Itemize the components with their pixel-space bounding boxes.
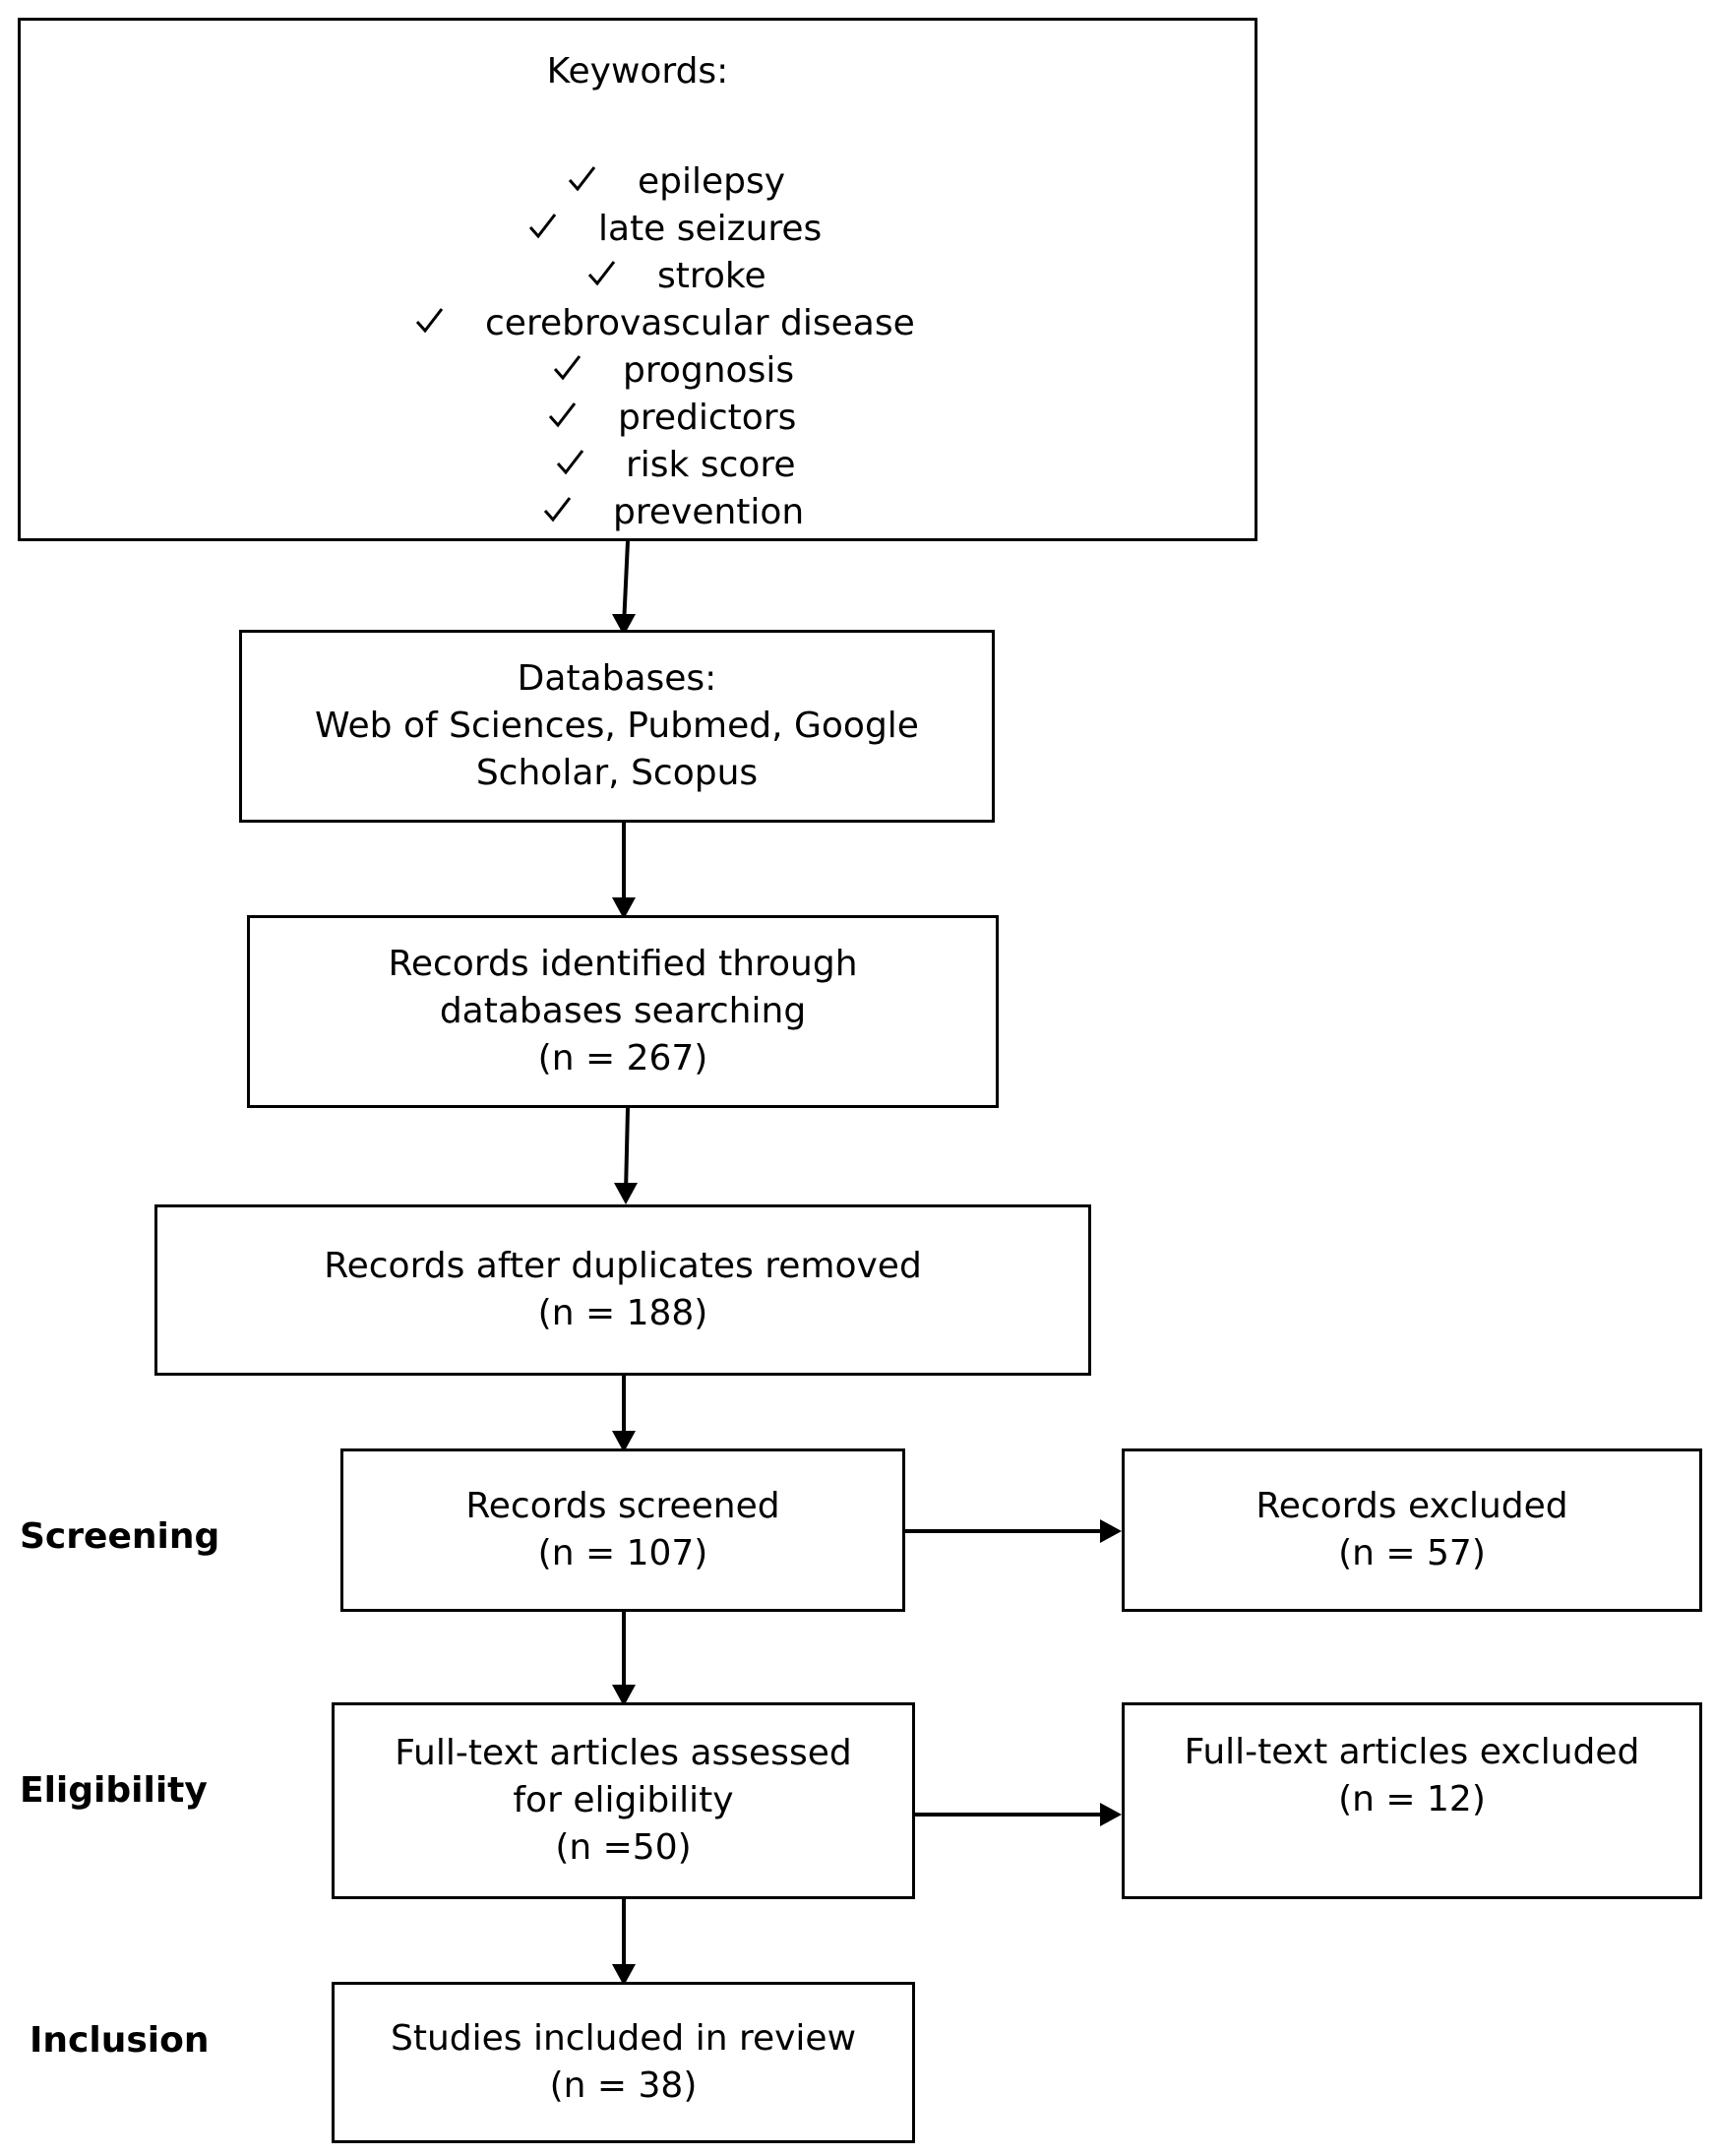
checkmark-icon [555, 448, 584, 477]
keyword-item: stroke [21, 253, 1255, 300]
arrow-fulltext-to-fulltext-excluded-head [1100, 1803, 1122, 1826]
keywords-title: Keywords: [546, 51, 729, 92]
stage-label-screening: Screening [20, 1516, 220, 1557]
keyword-item: late seizures [21, 206, 1255, 253]
keyword-label: prognosis [623, 350, 795, 391]
keyword-label: late seizures [598, 209, 823, 249]
checkmark-icon [542, 495, 572, 524]
stage-label-inclusion: Inclusion [30, 2020, 210, 2061]
keyword-label: predictors [618, 398, 797, 438]
fulltext-excluded-label: Full-text articles excluded [1184, 1732, 1640, 1772]
records-excluded-count: (n = 57) [1338, 1533, 1486, 1573]
fulltext-excluded-count: (n = 12) [1338, 1779, 1486, 1819]
keyword-item: predictors [21, 395, 1255, 442]
keyword-label: epilepsy [638, 161, 786, 202]
keywords-box: Keywords: epilepsy late seizures stroke … [18, 18, 1257, 541]
keyword-item: epilepsy [21, 158, 1255, 206]
fulltext-assessed-line-1: Full-text articles assessed [395, 1733, 852, 1773]
records-deduplicated-box: Records after duplicates removed (n = 18… [154, 1204, 1091, 1376]
keyword-label: prevention [613, 492, 805, 532]
studies-included-label: Studies included in review [390, 2018, 857, 2059]
databases-title: Databases: [517, 658, 717, 699]
records-screened-count: (n = 107) [537, 1533, 708, 1573]
keyword-label: stroke [657, 256, 766, 296]
records-deduplicated-count: (n = 188) [537, 1293, 708, 1333]
arrow-keywords-to-databases [622, 540, 630, 627]
databases-box: Databases: Web of Sciences, Pubmed, Goog… [239, 630, 995, 823]
fulltext-assessed-box: Full-text articles assessed for eligibil… [332, 1702, 915, 1899]
keyword-item: risk score [21, 442, 1255, 489]
studies-included-count: (n = 38) [549, 2065, 698, 2106]
records-excluded-box: Records excluded (n = 57) [1122, 1448, 1702, 1612]
checkmark-icon [527, 212, 557, 241]
records-identified-line-1: Records identified through [388, 944, 858, 984]
studies-included-box: Studies included in review (n = 38) [332, 1982, 915, 2143]
checkmark-icon [552, 353, 582, 383]
records-identified-line-2: databases searching [439, 991, 807, 1031]
records-identified-box: Records identified through databases sea… [247, 915, 999, 1108]
arrow-keywords-to-databases-head [612, 614, 636, 636]
arrow-databases-to-identified-head [612, 897, 636, 919]
records-identified-count: (n = 267) [537, 1038, 708, 1078]
checkmark-icon [586, 259, 616, 288]
records-excluded-label: Records excluded [1256, 1486, 1568, 1526]
checkmark-icon [414, 306, 444, 336]
fulltext-assessed-line-2: for eligibility [513, 1780, 734, 1820]
arrow-deduplicated-to-screened-head [612, 1431, 636, 1452]
records-screened-box: Records screened (n = 107) [340, 1448, 905, 1612]
arrow-identified-to-deduplicated [624, 1107, 630, 1194]
keyword-item: prevention [21, 489, 1255, 536]
checkmark-icon [567, 164, 596, 194]
keyword-label: risk score [626, 445, 796, 485]
databases-list-line-2: Scholar, Scopus [475, 753, 759, 793]
records-deduplicated-label: Records after duplicates removed [324, 1246, 922, 1286]
arrow-identified-to-deduplicated-head [614, 1183, 638, 1204]
arrow-screened-to-fulltext-head [612, 1685, 636, 1706]
databases-list-line-1: Web of Sciences, Pubmed, Google [315, 706, 919, 746]
fulltext-excluded-box: Full-text articles excluded (n = 12) [1122, 1702, 1702, 1899]
keyword-item: cerebrovascular disease [21, 300, 1255, 347]
fulltext-assessed-count: (n =50) [555, 1827, 692, 1868]
records-screened-label: Records screened [465, 1486, 780, 1526]
keyword-item: prognosis [21, 347, 1255, 395]
stage-label-eligibility: Eligibility [20, 1770, 208, 1811]
checkmark-icon [547, 400, 577, 430]
arrow-screened-to-excluded-head [1100, 1519, 1122, 1543]
arrow-fulltext-to-included-head [612, 1964, 636, 1986]
keyword-label: cerebrovascular disease [485, 303, 915, 343]
